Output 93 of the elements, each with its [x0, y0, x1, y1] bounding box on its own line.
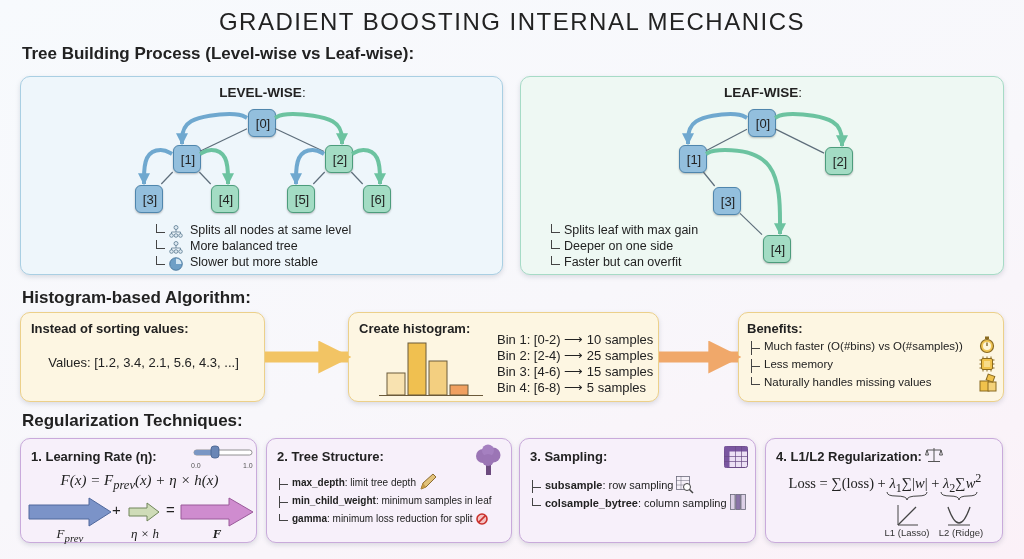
formula: F(x) = F$_{prev}$(x) + η × h(x): [59, 471, 220, 493]
connector-line: [274, 127, 325, 153]
bullet-text: min_child_weight: minimum samples in leaf: [277, 495, 492, 507]
connector-line: [774, 128, 825, 154]
node-label: [2]: [331, 151, 349, 169]
step-card: [738, 312, 1004, 402]
tree-node: [173, 145, 201, 173]
operator: +: [112, 501, 121, 519]
tree-node: [325, 145, 353, 173]
bullet-text: Less memory: [749, 358, 834, 372]
node-label: [5]: [293, 191, 311, 209]
node-label: [2]: [831, 153, 849, 171]
arrow: [705, 148, 786, 236]
arrow: [265, 340, 352, 374]
tree-node: [763, 235, 791, 263]
card-title: Instead of sorting values:: [31, 321, 189, 337]
node-label: [4]: [217, 191, 235, 209]
bullet-text: Deeper on one side: [549, 239, 674, 254]
arrow: [774, 112, 848, 148]
technique-card: [266, 438, 512, 543]
tree-node: [679, 145, 707, 173]
section-heading: Histogram-based Algorithm:: [22, 288, 251, 308]
connector-line: [739, 212, 763, 236]
tree-node: [135, 185, 163, 213]
card-title: 2. Tree Structure:: [277, 449, 384, 465]
card-title: Create histogram:: [359, 321, 471, 337]
bullet-text: Naturally handles missing values: [749, 376, 932, 390]
node-label: [6]: [369, 191, 387, 209]
technique-card: [519, 438, 756, 543]
card-title: 1. Learning Rate (η):: [31, 449, 157, 465]
tree-node: [713, 187, 741, 215]
term-label: F$_{prev}$: [55, 526, 85, 545]
technique-card: [20, 438, 257, 543]
tree-node: [248, 109, 276, 137]
bin-label: Bin 4: [6-8) ⟶ 5 samples: [497, 380, 647, 396]
node-label: [0]: [754, 115, 772, 133]
bullet-text: Much faster (O(#bins) vs O(#samples)): [749, 340, 963, 354]
curve-label: L1 (Lasso): [883, 527, 931, 539]
connector-line: [198, 171, 212, 185]
arrow: [176, 112, 248, 146]
tree-node: [287, 185, 315, 213]
connector-line: [312, 171, 326, 185]
bullet-text: subsample: row sampling: [530, 479, 674, 493]
bullet-text: Faster but can overfit: [549, 255, 682, 270]
term-label: η × h: [129, 526, 161, 542]
arrow: [682, 112, 748, 146]
section-heading: Tree Building Process (Level-wise vs Leaf-wise):: [22, 44, 415, 64]
node-label: [4]: [769, 241, 787, 259]
technique-card: [765, 438, 1003, 543]
tree-node: [748, 109, 776, 137]
connector-line: [199, 128, 248, 152]
arrow: [290, 148, 326, 186]
connector-line: [702, 171, 716, 187]
panel-heading: LEAF-WISE:: [723, 85, 803, 102]
formula: Loss = ∑(loss) + λ$_{1}$∑|w| + λ$_{2}$∑w$^{2}$: [787, 471, 983, 496]
bullet-text: colsample_bytree: column sampling: [530, 497, 727, 511]
panel: [520, 76, 1004, 275]
arrow: [274, 112, 348, 146]
node-label: [3]: [141, 191, 159, 209]
panel-heading: LEVEL-WISE:: [218, 85, 307, 102]
arrow: [659, 340, 742, 374]
operator: =: [166, 501, 175, 519]
value-list: Values: [1.2, 3.4, 2.1, 5.6, 4.3, ...]: [21, 355, 266, 371]
card-title: Benefits:: [747, 321, 803, 337]
bullet-text: Splits all nodes at same level: [154, 223, 352, 238]
bullet-text: max_depth: limit tree depth: [277, 477, 416, 489]
bullet-text: Slower but more stable: [154, 255, 318, 270]
node-label: [3]: [719, 193, 737, 211]
tree-node: [211, 185, 239, 213]
section-heading: Regularization Techniques:: [22, 411, 243, 431]
connector-line: [705, 128, 748, 152]
curve-label: L2 (Ridge): [937, 527, 985, 539]
bullet-text: gamma: minimum loss reduction for split: [277, 513, 473, 525]
node-label: [1]: [179, 151, 197, 169]
title: GRADIENT BOOSTING INTERNAL MECHANICS: [217, 8, 807, 36]
arrow: [138, 148, 174, 186]
connector-line: [350, 171, 364, 185]
tree-node: [825, 147, 853, 175]
bin-label: Bin 1: [0-2) ⟶ 10 samples: [497, 332, 654, 348]
card-title: 3. Sampling:: [530, 449, 608, 465]
tree-node: [363, 185, 391, 213]
connector-line: [160, 171, 174, 185]
node-label: [1]: [685, 151, 703, 169]
card-title: 4. L1/L2 Regularization:: [776, 449, 922, 465]
node-label: [0]: [254, 115, 272, 133]
bin-label: Bin 2: [2-4) ⟶ 25 samples: [497, 348, 654, 364]
step-card: [348, 312, 659, 402]
panel: [20, 76, 503, 275]
bullet-text: Splits leaf with max gain: [549, 223, 699, 238]
bin-label: Bin 3: [4-6) ⟶ 15 samples: [497, 364, 654, 380]
step-card: [20, 312, 265, 402]
term-label: F: [211, 526, 223, 542]
bullet-text: More balanced tree: [154, 239, 298, 254]
